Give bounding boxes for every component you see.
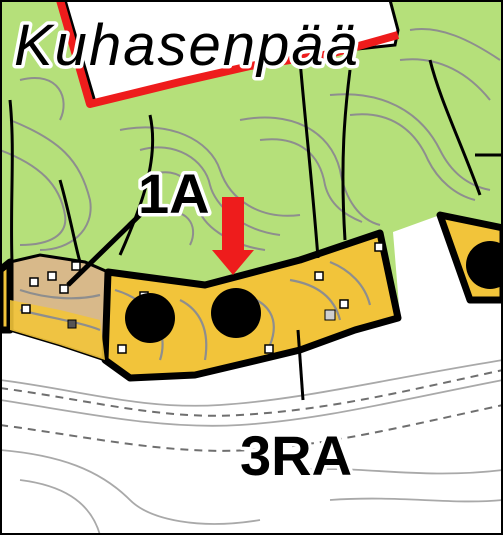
boundary-line <box>56 0 400 108</box>
building-circle-icon <box>466 241 503 289</box>
zone-label-3ra: 3RA <box>240 424 352 487</box>
building-circle-icon <box>125 293 175 343</box>
road-dashed-lines <box>0 369 503 452</box>
place-name: Kuhasenpää <box>14 13 360 78</box>
zone-label-1a: 1A <box>138 162 210 225</box>
small-buildings-dark <box>67 309 336 329</box>
ground-contours <box>0 359 503 535</box>
red-arrow-icon <box>212 197 254 275</box>
small-buildings <box>21 242 384 354</box>
building-circle-icon <box>211 288 261 338</box>
path-lines <box>8 59 503 401</box>
yellow-zone-left-strip <box>10 300 105 360</box>
label-pointer-line <box>66 208 147 287</box>
